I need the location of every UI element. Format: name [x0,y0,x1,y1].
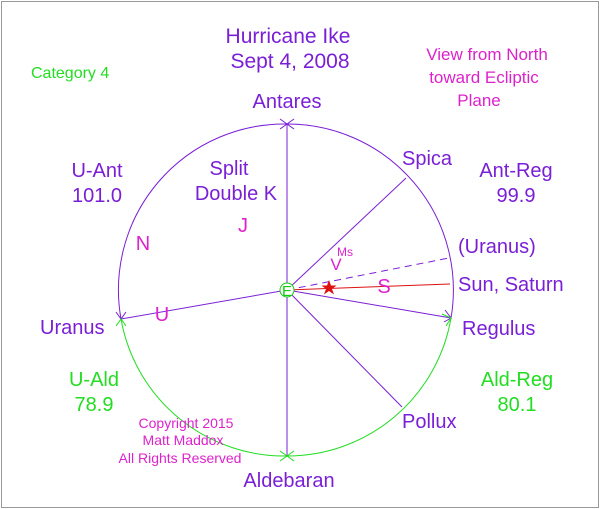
uranus-letter: U [155,304,169,326]
ant-reg-label: Ant-Reg [479,160,552,182]
u-ald-label: U-Ald [69,369,119,391]
ald-reg-label: Ald-Reg [481,369,553,391]
view-note-line2: toward Ecliptic [429,68,539,87]
mars-star-icon [321,280,337,295]
mars-letter: Ms [337,245,353,259]
split-note-line1: Split [210,158,249,180]
ald-reg-value: 80.1 [498,394,537,416]
line-earth-regulus [286,289,452,319]
copyright-line2: Matt Maddox [143,432,224,448]
spica-label: Spica [402,148,453,170]
neptune-letter: N [136,233,150,255]
regulus-label: Regulus [462,318,535,340]
u-ant-value: 101.0 [72,185,122,207]
arrow-uranus-bottom [115,318,127,327]
line-earth-sun-saturn [286,283,451,291]
view-note-line1: View from North [426,45,548,64]
view-note-line3: Plane [457,91,500,110]
pollux-label: Pollux [402,411,456,433]
saturn-letter: S [377,276,390,298]
arc-uranus-aldebaran [120,318,288,457]
arrow-antares-left [286,118,295,130]
arc-antares-regulus [286,123,454,319]
uranus-paren-label: (Uranus) [458,236,536,258]
arc-aldebaran-regulus [286,317,452,457]
aldebaran-label: Aldebaran [243,470,334,492]
line-earth-uranus [120,289,288,320]
uranus-label: Uranus [40,317,104,339]
arrow-regulus-bottom [441,313,452,327]
u-ald-value: 78.9 [75,394,114,416]
earth-marker [279,282,295,298]
category-label: Category 4 [31,65,109,82]
earth-letter: E [282,283,292,300]
copyright-line3: All Rights Reserved [119,450,242,466]
jupiter-letter: J [238,215,248,237]
ant-reg-value: 99.9 [497,185,536,207]
title-line1: Hurricane Ike [226,25,351,48]
split-note-line2: Double K [195,183,278,205]
copyright-line1: Copyright 2015 [139,415,234,431]
title-line2: Sept 4, 2008 [230,50,349,73]
u-ant-label: U-Ant [71,160,123,182]
line-earth-spica [286,177,407,291]
arc-antares-uranus [117,123,288,320]
antares-label: Antares [253,91,322,113]
sun-saturn-label: Sun, Saturn [458,274,564,296]
venus-letter: V [330,255,342,274]
line-earth-pollux [286,289,403,408]
line-earth-uranus-dashed [286,257,450,291]
arrow-aldebaran-right [286,450,295,462]
